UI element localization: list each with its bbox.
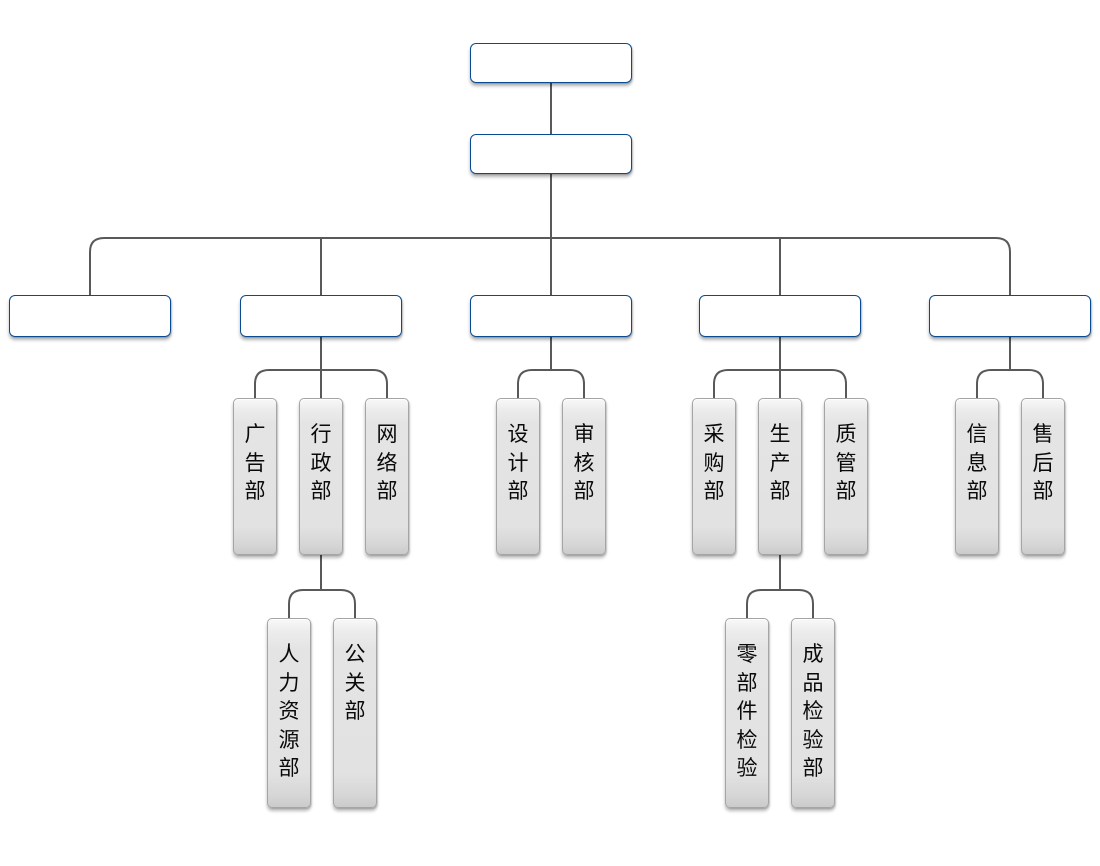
org-node-network-label: 网络部 [376,423,398,504]
org-node-design-label: 设计部 [507,423,529,504]
org-node-production-sub: 生产部 [758,398,802,555]
org-node-purchasing: 采购部 [692,398,736,555]
org-node-advertising-label: 广告部 [244,423,266,504]
org-node-finished-inspection-label: 成品检验部 [802,643,824,781]
org-node-audit-label: 审核部 [573,423,595,504]
org-node-parts-inspection: 零部件检验 [725,618,769,808]
org-node-audit: 审核部 [562,398,606,555]
connector-rnd-children [517,369,585,398]
org-node-production-label: 生产部 [742,306,825,329]
org-node-chairman-label: 董事长 [513,53,596,76]
org-node-quality-control: 质管部 [824,398,868,555]
org-node-sales-label: 销售部 [972,306,1055,329]
org-node-finance-label: 财务部 [52,306,135,329]
connector-production-sub-children [746,589,814,618]
org-node-production-sub-label: 生产部 [769,423,791,504]
connector-trunk-horizontal [89,237,1011,295]
org-node-office: 办公室 [240,295,402,337]
connector-sales-children [976,369,1044,398]
org-node-after-sales-label: 售后部 [1032,423,1054,504]
org-node-sales: 销售部 [929,295,1091,337]
org-node-general-manager: 总经理 [470,134,632,174]
org-node-public-relations: 公关部 [333,618,377,808]
org-node-general-manager-label: 总经理 [513,144,596,167]
org-node-advertising: 广告部 [233,398,277,555]
org-node-production: 生产部 [699,295,861,337]
org-node-quality-control-label: 质管部 [835,423,857,504]
org-node-public-relations-label: 公关部 [344,643,366,724]
org-node-rnd: 研发部 [470,295,632,337]
org-node-finished-inspection: 成品检验部 [791,618,835,808]
org-node-office-label: 办公室 [283,306,366,329]
org-node-parts-inspection-label: 零部件检验 [736,643,758,781]
org-node-design: 设计部 [496,398,540,555]
org-node-administration-label: 行政部 [310,423,332,504]
org-node-rnd-label: 研发部 [513,306,596,329]
connector-production-children [713,369,847,398]
org-node-information-label: 信息部 [966,423,988,504]
org-node-human-resources-label: 人力资源部 [278,643,300,781]
connector-administration-children [288,589,356,618]
org-node-after-sales: 售后部 [1021,398,1065,555]
org-node-network: 网络部 [365,398,409,555]
connector-office-children [254,369,388,398]
org-node-purchasing-label: 采购部 [703,423,725,504]
org-node-information: 信息部 [955,398,999,555]
org-node-finance: 财务部 [9,295,171,337]
org-node-chairman: 董事长 [470,43,632,83]
org-node-administration: 行政部 [299,398,343,555]
org-node-human-resources: 人力资源部 [267,618,311,808]
